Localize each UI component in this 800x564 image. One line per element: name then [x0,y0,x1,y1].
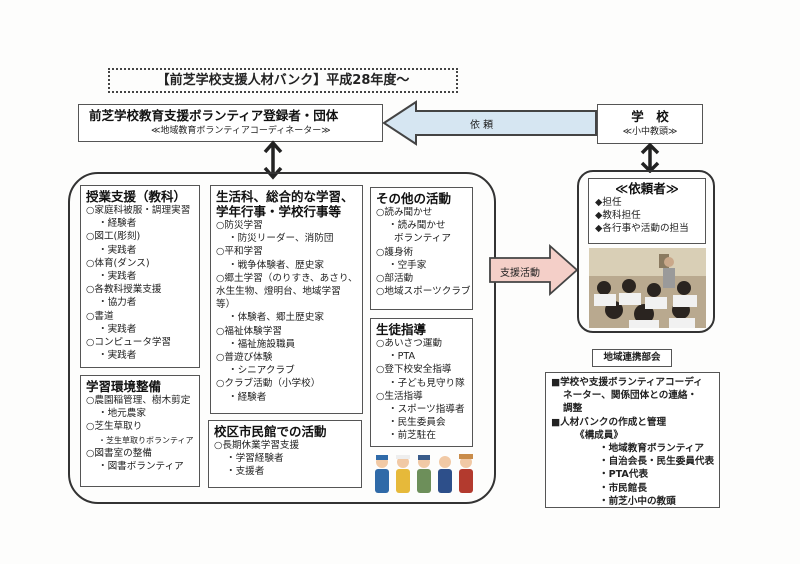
list-item: ■学校や支援ボランティアコーディ [551,377,703,388]
activities-container [68,172,496,504]
school-box: 学 校 ≪小中教頭≫ [597,104,703,144]
list-item: ネーター、関係団体との連絡・ [563,390,698,402]
volunteer-box: 前芝学校教育支援ボランティア登録者・団体 ≪地域教育ボランティアコーディネーター… [78,104,383,142]
list-item: ◆教科担任 [595,210,641,222]
liaison-box: ■学校や支援ボランティアコーディ ネーター、関係団体との連絡・ 調整 ■人材バン… [545,372,720,508]
list-item: ・スポーツ指導者 [388,404,465,416]
list-item: ○護身術 [376,246,414,258]
list-item: ◆担任 [595,197,622,208]
liaison-label-box: 地域連携部会 [592,349,672,367]
list-item: ○コンピュータ学習 [86,337,172,349]
requesters-title: ≪依頼者≫ [615,181,679,196]
list-item: ○芝生草取り [86,421,143,433]
list-item: ○体育(ダンス) [86,257,150,269]
list-item: ○地域スポーツクラブ [376,286,471,298]
list-item: ・協力者 [98,297,137,309]
list-item: ○図書室の整備 [86,447,152,459]
support-arrow [489,244,579,296]
volunteer-subtitle: ≪地域教育ボランティアコーディネーター≫ [151,126,331,136]
list-item: ○普遊び体験 [216,352,273,364]
list-item: ボランティア [394,233,451,245]
school-subtitle: ≪小中教頭≫ [622,127,678,137]
list-item: ・子ども見守り隊 [388,377,465,389]
request-arrow-label: 依 頼 [470,120,494,131]
classroom-photo [589,248,706,328]
list-item: ○郷土学習（のりすき、あさり、 [216,272,358,284]
list-item: ・図書ボランティア [98,461,184,473]
list-item: ○読み聞かせ [376,207,433,218]
list-item: ・読み聞かせ [388,220,446,232]
list-item: ○書道 [86,310,114,322]
double-arrow-left-icon [263,140,283,180]
list-item: ・市民館長 [599,482,647,494]
page-title-box: 【前芝学校支援人材バンク】平成28年度〜 [108,68,458,93]
volunteers-illustration [375,454,473,493]
list-item: ・体験者、郷土歴史家 [228,312,324,324]
list-item: ・前芝小中の教頭 [599,495,676,507]
list-item: ・戦争体験者、歴史家 [228,259,324,271]
guidance-title: 生徒指導 [376,322,427,337]
page-title: 【前芝学校支援人材バンク】平成28年度〜 [156,73,410,88]
life-title-2: 学年行事・学校行事等 [216,204,342,219]
list-item: 調整 [563,403,583,415]
list-item: ・空手家 [388,259,427,271]
list-item: ・PTA [388,351,416,363]
volunteer-title: 前芝学校教育支援ボランティア登録者・団体 [89,108,339,123]
lessons-box: 授業支援（教科） ○家庭科被服・調理実習 ・経験者 ○図工(彫刻) ・実践者 ○… [80,185,200,368]
list-item: ○生活指導 [376,390,423,402]
civic-box: 校区市民館での活動 ○長期休業学習支援 ・学習経験者 ・支援者 [208,420,362,488]
list-item: ○図工(彫刻) [86,231,141,243]
guidance-box: 生徒指導 ○あいさつ運動 ・PTA ○登下校安全指導 ・子ども見守り隊 ○生活指… [370,318,473,447]
other-title: その他の活動 [376,191,452,206]
list-item: ○福祉体験学習 [216,325,282,337]
list-item: ○農園稲管理、樹木剪定 [86,395,191,406]
list-item: 水生生物、燈明台、地域学習 [216,286,341,298]
list-item: ○家庭科被服・調理実習 [86,205,191,216]
double-arrow-right-icon [640,143,660,173]
list-item: ・実践者 [98,323,137,335]
list-item: ・PTA代表 [599,469,649,481]
list-item: ○防災学習 [216,220,263,231]
support-arrow-label: 支援活動 [500,268,540,279]
list-item: ・実践者 [98,244,137,256]
requesters-box: ≪依頼者≫ ◆担任 ◆教科担任 ◆各行事や活動の担当 [588,178,706,244]
school-title: 学 校 [631,109,669,124]
list-item: ○あいさつ運動 [376,338,442,349]
list-item: ・経験者 [98,218,137,230]
list-item: ○登下校安全指導 [376,364,452,376]
requesters-container [577,170,715,333]
life-title: 生活科、総合的な学習、 [216,189,354,204]
environment-box: 学習環境整備 ○農園稲管理、樹木剪定 ・地元農家 ○芝生草取り ・芝生草取りボラ… [80,375,200,487]
list-item: ・学習経験者 [226,453,284,465]
list-item: ・福祉施設職員 [228,338,296,350]
list-item: ・自治会長・民生委員代表 [599,456,715,468]
list-item: ・シニアクラブ [228,365,295,377]
list-item: ○長期休業学習支援 [214,440,300,451]
list-item: ・芝生草取りボランティア [98,435,194,445]
list-item: 等） [216,299,236,311]
list-item: ・前芝駐在 [388,430,436,442]
list-item: ・実践者 [98,271,137,283]
list-item: ◆各行事や活動の担当 [595,223,689,235]
list-item: ■人材バンクの作成と管理 [551,416,667,428]
list-item: ・防災リーダー、消防団 [228,233,334,245]
lessons-title: 授業支援（教科） [86,189,187,204]
list-item: ○クラブ活動（小学校） [216,378,321,390]
liaison-label: 地域連携部会 [603,352,661,363]
life-box: 生活科、総合的な学習、 学年行事・学校行事等 ○防災学習 ・防災リーダー、消防団… [210,185,363,414]
list-item: ・支援者 [226,466,265,478]
list-item: ・実践者 [98,350,137,362]
list-item: ・地元農家 [98,408,146,420]
environment-title: 学習環境整備 [86,379,162,394]
list-item: ・民生委員会 [388,417,446,429]
list-item: ○平和学習 [216,246,263,258]
list-item: ・地域教育ボランティア [599,443,704,455]
list-item: 《構成員》 [575,429,623,441]
list-item: ・経験者 [228,391,267,403]
list-item: ○部活動 [376,273,414,285]
civic-title: 校区市民館での活動 [214,424,327,439]
list-item: ○各教科授業支援 [86,284,162,296]
request-arrow [382,100,597,146]
other-box: その他の活動 ○読み聞かせ ・読み聞かせ ボランティア ○護身術 ・空手家 ○部… [370,187,473,310]
